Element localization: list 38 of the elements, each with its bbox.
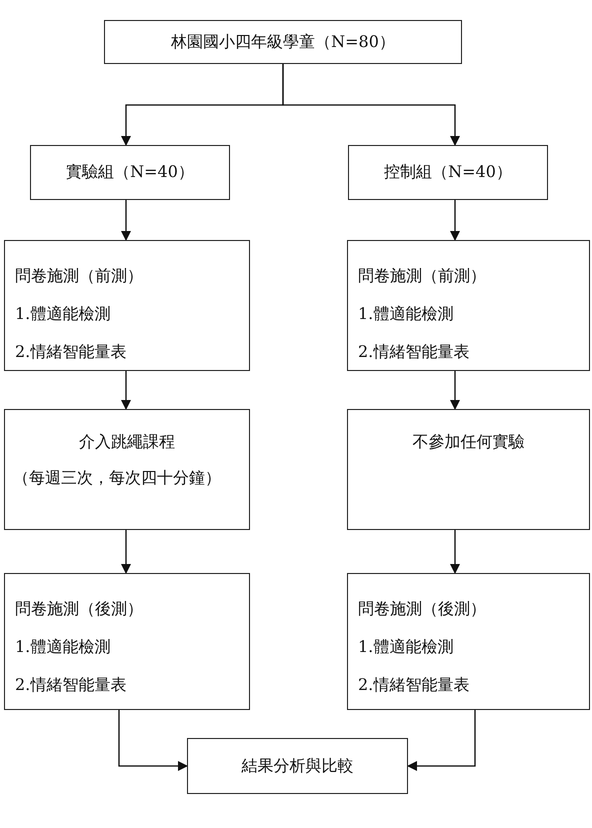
arrow xyxy=(450,371,460,410)
process-box xyxy=(347,409,590,530)
box-text: 2.情緒智能量表 xyxy=(15,674,128,696)
box-text: 林園國小四年級學童（N=80） xyxy=(171,32,395,52)
box-text: 介入跳繩課程 xyxy=(78,431,176,453)
box-text: 結果分析與比較 xyxy=(242,756,354,776)
process-box xyxy=(4,409,250,530)
box-text: 1.體適能檢測 xyxy=(15,636,112,658)
process-box xyxy=(4,240,250,371)
box-text: 1.體適能檢測 xyxy=(358,636,454,658)
arrow xyxy=(121,200,131,241)
title-box xyxy=(104,20,462,64)
arrow xyxy=(121,530,131,574)
process-box xyxy=(347,240,590,371)
arrow xyxy=(282,64,460,146)
box-text: 問卷施測（後測） xyxy=(15,598,144,620)
process-box xyxy=(347,573,590,710)
box-text: 問卷施測（前測） xyxy=(15,265,144,287)
box-text: 實驗組（N=40） xyxy=(66,162,194,183)
box-text: 控制組（N=40） xyxy=(384,162,512,183)
arrow xyxy=(450,200,460,241)
process-box xyxy=(30,145,230,200)
arrow xyxy=(118,710,188,771)
process-box xyxy=(4,573,250,710)
arrow xyxy=(121,371,131,410)
box-text: 2.情緒智能量表 xyxy=(358,341,470,363)
arrow xyxy=(450,530,460,574)
box-text: 2.情緒智能量表 xyxy=(358,674,470,696)
box-text: 2.情緒智能量表 xyxy=(15,341,128,363)
box-text: 問卷施測（前測） xyxy=(358,265,487,287)
box-text: 1.體適能檢測 xyxy=(358,303,454,325)
box-text: 1.體適能檢測 xyxy=(15,303,112,325)
box-text: 不參加任何實驗 xyxy=(412,431,526,453)
process-box xyxy=(348,145,548,200)
box-text: 問卷施測（後測） xyxy=(358,598,487,620)
arrow xyxy=(407,710,476,771)
process-box xyxy=(187,738,408,794)
box-text: （每週三次，每次四十分鐘） xyxy=(13,467,222,489)
